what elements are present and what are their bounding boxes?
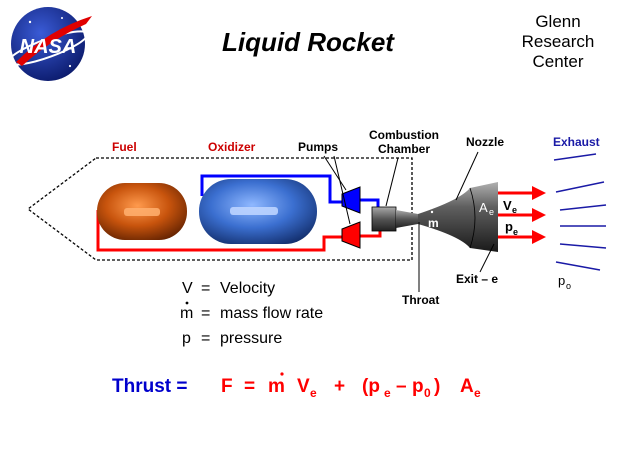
oxidizer-label: Oxidizer — [208, 140, 256, 154]
eq-close: ) — [434, 376, 440, 397]
ambient-pressure-subscript: o — [566, 281, 571, 291]
eq-p0: p — [412, 376, 424, 397]
fuel-label: Fuel — [112, 140, 137, 154]
exit-velocity-symbol: V — [503, 198, 512, 213]
eq-v-sub: e — [310, 386, 317, 400]
exhaust-label: Exhaust — [553, 135, 600, 149]
eq-open-pe: (p — [362, 376, 380, 397]
org-name: Glenn Research Center — [522, 12, 595, 71]
exit-pressure-symbol: p — [505, 219, 513, 234]
org-line-1: Glenn — [535, 12, 580, 31]
eq-equals: = — [244, 376, 255, 397]
eq-a: A — [460, 376, 474, 397]
org-line-3: Center — [532, 52, 583, 71]
eq-minus: – — [396, 376, 407, 397]
legend-desc-velocity: Velocity — [220, 280, 275, 297]
area-subscript: e — [489, 207, 494, 217]
eq-v: V — [297, 376, 310, 397]
exit-pressure-subscript: e — [513, 227, 518, 237]
legend-equals-p: = — [201, 330, 210, 347]
exit-label: Exit – e — [456, 272, 498, 286]
legend-symbol-p: p — [182, 330, 191, 347]
pumps-label: Pumps — [298, 140, 338, 154]
mdot-symbol: m — [428, 216, 439, 230]
oxidizer-pump — [341, 186, 361, 214]
exhaust-plume-lines — [553, 153, 607, 271]
combustion-chamber — [371, 206, 397, 232]
page-title: Liquid Rocket — [222, 27, 395, 57]
combustion-label-2: Chamber — [378, 142, 430, 156]
ambient-pressure-symbol: p — [558, 273, 565, 288]
nozzle-throat — [396, 210, 418, 228]
fuel-tank-highlight — [124, 208, 160, 216]
eq-p0-sub: 0 — [424, 386, 431, 400]
legend-symbol-v: V — [182, 280, 193, 297]
throat-label: Throat — [402, 293, 439, 307]
legend-equals-v: = — [201, 280, 210, 297]
nasa-logo: NASA — [7, 7, 92, 81]
org-line-2: Research — [522, 32, 595, 51]
fuel-feed-line — [96, 210, 344, 252]
eq-m: m — [268, 376, 285, 397]
fuel-pump — [341, 221, 361, 249]
rocket-body-outline — [26, 157, 413, 261]
exhaust-arrows — [498, 186, 546, 244]
combustion-label-1: Combustion — [369, 128, 439, 142]
oxidizer-tank-highlight — [230, 207, 278, 215]
eq-pe-sub: e — [384, 386, 391, 400]
symbol-legend: V = Velocity m = mass flow rate p = pres… — [180, 280, 323, 347]
legend-desc-mass-flow: mass flow rate — [220, 305, 323, 322]
nozzle-label: Nozzle — [466, 135, 504, 149]
oxidizer-feed-line — [200, 174, 344, 204]
eq-plus: + — [334, 376, 345, 397]
eq-f: F — [221, 376, 233, 397]
area-symbol: A — [479, 200, 488, 215]
thrust-label: Thrust = — [112, 376, 187, 397]
legend-equals-mdot: = — [201, 305, 210, 322]
eq-a-sub: e — [474, 386, 481, 400]
nasa-logo-text: NASA — [20, 36, 77, 58]
exit-velocity-subscript: e — [512, 205, 517, 215]
legend-desc-pressure: pressure — [220, 330, 282, 347]
thrust-equation: Thrust = F = m V e + (p e – p 0 ) A e — [112, 372, 481, 400]
legend-symbol-mdot: m — [180, 305, 193, 322]
nozzle-bell — [418, 182, 498, 252]
